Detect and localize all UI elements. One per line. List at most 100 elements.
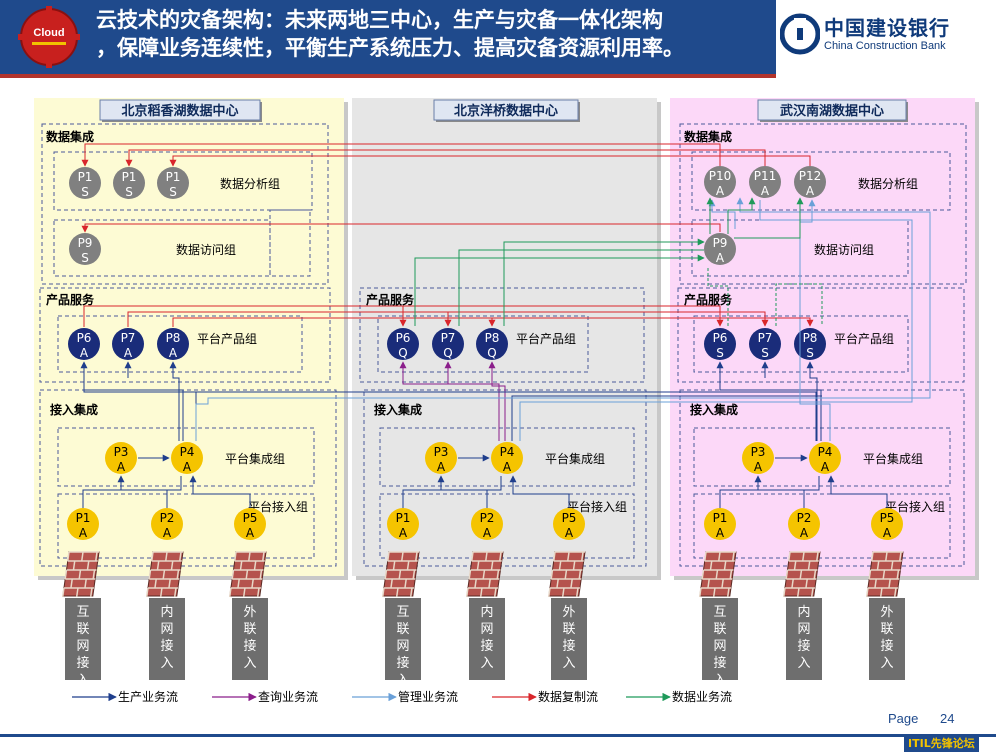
header-accent-bar: [0, 74, 776, 78]
product-node: [432, 328, 464, 360]
product-node-label-bottom: S: [761, 346, 769, 360]
flow-production: [403, 476, 502, 491]
firewall-mortar: [470, 552, 474, 561]
flow-production: [189, 475, 251, 508]
entry-char: 网: [713, 639, 726, 654]
bank-name-cn: 中国建设银行: [824, 16, 950, 40]
access-node: [234, 508, 266, 540]
access-node: [553, 508, 585, 540]
group-label-analysis: 数据分析组: [858, 176, 918, 191]
firewall-mortar: [868, 570, 872, 579]
entry-char: 外: [243, 605, 256, 620]
access-node-label-top: P1: [76, 511, 91, 525]
flow-management: [799, 199, 831, 441]
product-node-label-top: P6: [396, 331, 411, 345]
firewall-mortar: [395, 588, 399, 597]
flow-data: [458, 249, 704, 326]
firewall-icon: [782, 551, 821, 597]
integration-group: [379, 427, 635, 487]
analysis-node: [69, 167, 101, 199]
entry-box: [702, 598, 738, 680]
integration-node: [809, 442, 841, 474]
flow-query: [399, 361, 500, 441]
center-title: 北京稻香湖数据中心: [121, 103, 238, 119]
firewall-mortar: [414, 552, 418, 561]
section-label-data: 数据集成: [46, 129, 94, 144]
access-node-label-bottom: A: [716, 526, 725, 540]
firewall-mortar: [566, 552, 570, 561]
product-node-label-top: P6: [713, 331, 728, 345]
firewall-mortar: [409, 588, 413, 597]
product-node-label-top: P8: [166, 331, 181, 345]
analysis-node-label-top: P1: [166, 170, 181, 184]
product-node: [157, 328, 189, 360]
flow-production: [827, 475, 888, 508]
firewall-icon: [698, 551, 737, 597]
center-title-box: [757, 99, 907, 121]
analysis-node-label-bottom: A: [806, 184, 815, 198]
access-node-label-bottom: A: [163, 526, 172, 540]
flow-management: [708, 199, 736, 229]
flow-management: [195, 197, 931, 441]
product-node-label-bottom: A: [80, 346, 89, 360]
firewall-mortar: [384, 570, 388, 579]
flow-data: [727, 197, 756, 234]
bank-emblem-icon: [780, 13, 820, 55]
firewall-mortar: [898, 552, 902, 561]
flow-data: [707, 266, 729, 326]
entry-char: 接: [562, 638, 575, 654]
product-node: [68, 328, 100, 360]
firewall-mortar: [484, 552, 488, 561]
group-label-integration: 平台集成组: [225, 451, 285, 466]
integration-node-label-bottom: A: [183, 460, 192, 474]
entry-char: 入: [76, 673, 89, 688]
entry-box: [149, 598, 185, 680]
firewall-mortar: [498, 552, 502, 561]
entry-box: [469, 598, 505, 680]
access-node-label-top: P2: [797, 511, 812, 525]
access-node-label-bottom: A: [79, 526, 88, 540]
access-node-label-top: P1: [396, 511, 411, 525]
firewall-mortar: [398, 570, 402, 579]
firewall-mortar: [723, 561, 727, 570]
analysis-node: [794, 166, 826, 198]
firewall-mortar: [245, 570, 249, 579]
integration-node-label-bottom: A: [503, 460, 512, 474]
firewall-mortar: [575, 588, 579, 597]
product-node: [112, 328, 144, 360]
firewall-mortar: [465, 588, 469, 597]
firewall-mortar: [785, 570, 789, 579]
access-node-label-top: P1: [713, 511, 728, 525]
entry-char: 联: [243, 622, 256, 637]
entry-char: 入: [713, 673, 726, 688]
flow-data: [503, 238, 705, 326]
firewall-mortar: [242, 588, 246, 597]
visit-group-extension: [269, 209, 311, 277]
entry-box: [232, 598, 268, 680]
firewall-mortar: [865, 588, 869, 597]
product-node-label-bottom: S: [806, 346, 814, 360]
firewall-mortar: [251, 579, 254, 588]
firewall-mortar: [558, 561, 562, 570]
firewall-mortar: [493, 588, 497, 597]
firewall-mortar: [564, 570, 568, 579]
firewall-mortar: [154, 579, 157, 588]
access-node: [387, 508, 419, 540]
analysis-node-label-bottom: A: [761, 184, 770, 198]
firewall-mortar: [721, 579, 724, 588]
section-label-access: 接入集成: [50, 402, 98, 417]
analysis-group: [53, 151, 313, 211]
entry-char: 接: [243, 638, 256, 654]
visit-node: [704, 233, 736, 265]
flow-production: [511, 395, 822, 441]
firewall-icon: [61, 551, 100, 597]
firewall-mortar: [259, 570, 263, 579]
firewall-mortar: [256, 588, 260, 597]
firewall-mortar: [715, 570, 719, 579]
integration-node-label-top: P4: [818, 445, 833, 459]
legend-label: 查询业务流: [258, 689, 318, 704]
firewall-mortar: [884, 552, 888, 561]
firewall-mortar: [386, 552, 390, 561]
entry-box: [385, 598, 421, 680]
firewall-mortar: [89, 588, 93, 597]
